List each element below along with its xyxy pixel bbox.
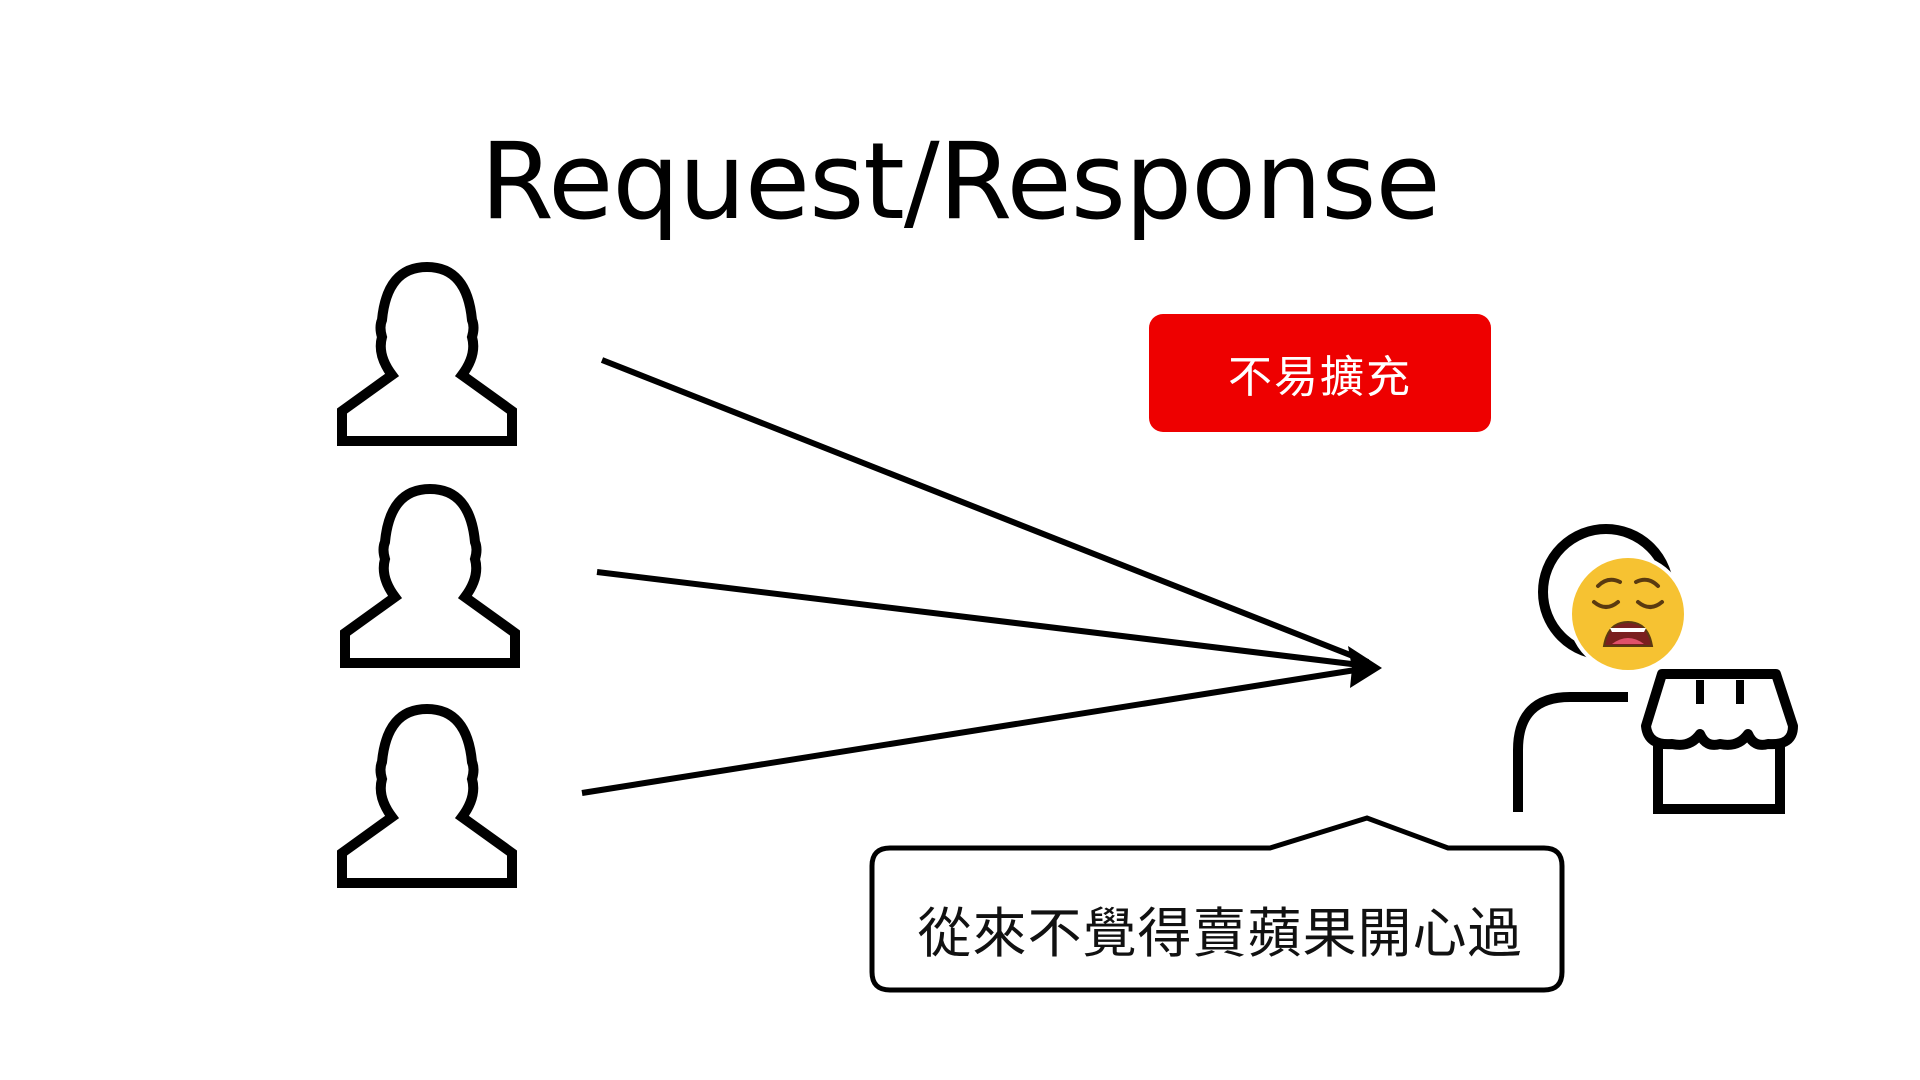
- slide-title: Request/Response: [480, 120, 1440, 243]
- weary-face-icon: [1568, 554, 1688, 674]
- request-arrow-3: [581, 665, 1369, 796]
- scalability-badge: 不易擴充: [1149, 314, 1491, 432]
- user-icon: [337, 261, 517, 446]
- arrowhead: [1348, 646, 1382, 688]
- speech-bubble: [869, 815, 1565, 993]
- user-icon: [337, 703, 517, 888]
- storefront-icon: [1641, 669, 1798, 814]
- request-arrow-2: [596, 569, 1369, 669]
- request-arrow-1: [600, 357, 1370, 665]
- user-icon: [340, 483, 520, 668]
- speech-bubble-text: 從來不覺得賣蘋果開心過: [917, 901, 1523, 965]
